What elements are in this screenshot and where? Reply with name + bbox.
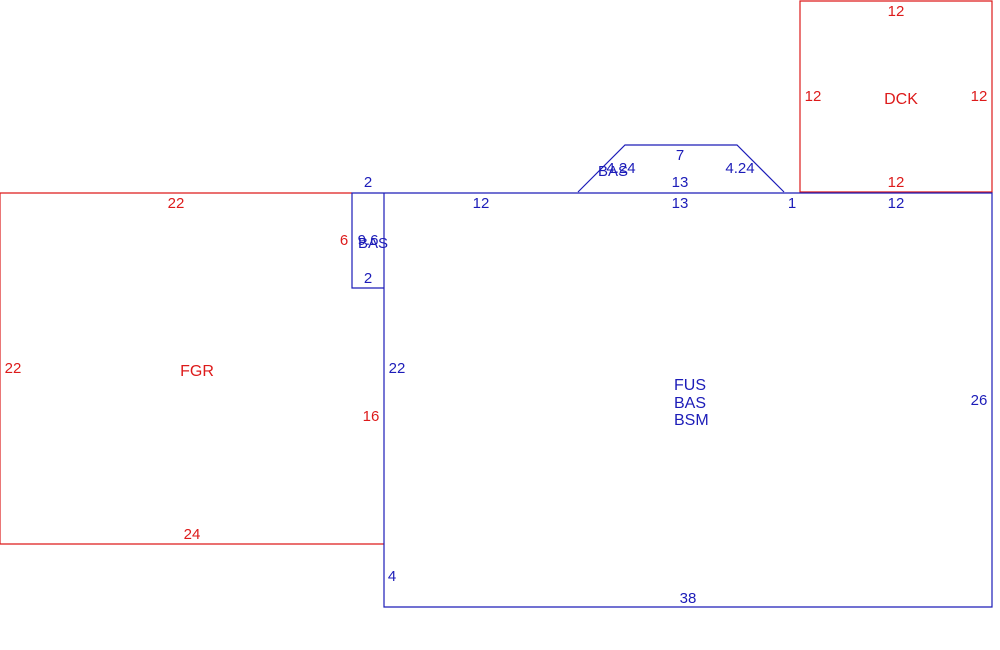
main-top-left-dim: 12 xyxy=(473,195,490,212)
dck-left-dim: 12 xyxy=(805,88,822,105)
bay-area-label: BAS xyxy=(598,163,628,180)
garage-outline xyxy=(0,192,384,545)
fgr-left-dim: 22 xyxy=(5,360,22,377)
bump-bottom-dim: 2 xyxy=(364,270,372,287)
bay-base-dim: 13 xyxy=(672,195,689,212)
fgr-right-dim: 16 xyxy=(363,408,380,425)
main-right-dim: 26 xyxy=(971,392,988,409)
fgr-top-dim: 22 xyxy=(168,195,185,212)
bump-out-outline xyxy=(351,192,384,289)
bump-area-label: BAS xyxy=(358,235,388,252)
dck-right-dim: 12 xyxy=(971,88,988,105)
dck-bottom-dim: 12 xyxy=(888,174,905,191)
main-house-outline xyxy=(383,192,993,608)
fgr-bottom-dim: 24 xyxy=(184,526,201,543)
bay-left-dim: 4.24 xyxy=(606,160,635,177)
fgr-area-label: FGR xyxy=(180,363,214,380)
main-bottom-dim: 38 xyxy=(680,590,697,607)
bay-right-dim: 4.24 xyxy=(725,160,754,177)
deck-outline xyxy=(799,0,993,193)
bay-inner-dim: 13 xyxy=(672,174,689,191)
main-left-dim: 22 xyxy=(389,360,406,377)
bay-top-dim: 7 xyxy=(676,147,684,164)
bsm-area-label: BSM xyxy=(674,412,709,429)
main-left-lower-dim: 4 xyxy=(388,568,396,585)
main-top-gap-dim: 1 xyxy=(788,195,796,212)
main-top-right-dim: 12 xyxy=(888,195,905,212)
bay-window-outline xyxy=(577,144,785,193)
bump-side-dim: 9.6 xyxy=(358,232,379,249)
dck-top-dim: 12 xyxy=(888,3,905,20)
bas-area-label: BAS xyxy=(674,395,706,412)
dck-area-label: DCK xyxy=(884,91,918,108)
bump-top-dim: 2 xyxy=(364,174,372,191)
fgr-small-side-dim: 6 xyxy=(340,232,348,249)
fus-area-label: FUS xyxy=(674,377,706,394)
